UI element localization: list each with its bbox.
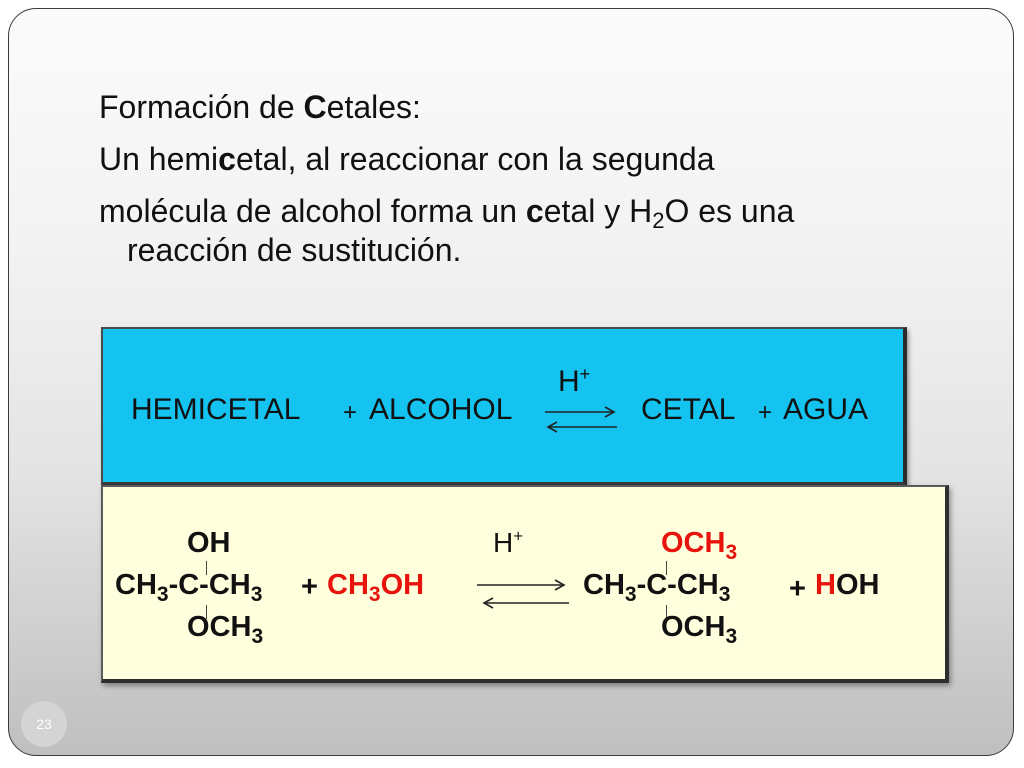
title-bold-letter: C	[303, 89, 327, 125]
body-bold-letter: c	[525, 193, 544, 229]
bond-line	[666, 605, 667, 619]
plus-sign: +	[301, 571, 318, 603]
hemicetal-methoxy: OCH3	[187, 611, 263, 647]
structural-equation-box: OH CH3-C-CH3 OCH3 + CH3OH H+ OCH3 CH3-C-…	[101, 485, 949, 683]
formula-part: OCH	[661, 527, 726, 559]
body-line-3: reacción de sustitución.	[99, 231, 949, 269]
reactant-hemicetal: HEMICETAL	[131, 393, 301, 426]
slide: Formación de Cetales: Un hemicetal, al r…	[8, 8, 1014, 756]
catalyst: H+	[493, 527, 523, 559]
reactant-alcohol: ALCOHOL	[369, 393, 513, 426]
body-line-1: Un hemicetal, al reaccionar con la segun…	[99, 133, 949, 185]
body-bold-letter: c	[218, 141, 236, 177]
subscript: 2	[652, 208, 665, 233]
body-text: O es una	[664, 193, 795, 229]
formula-part: -C-CH	[168, 569, 251, 601]
subscript: 3	[251, 625, 264, 648]
equilibrium-arrows	[545, 406, 617, 433]
formula-part: -C-CH	[636, 569, 719, 601]
formula-part: OH	[380, 569, 425, 601]
cetal-chain: CH3-C-CH3	[583, 569, 730, 605]
catalyst-charge: +	[513, 526, 524, 546]
formula-part: CH	[115, 569, 157, 601]
subscript: 3	[725, 625, 738, 648]
subscript: 3	[250, 583, 263, 606]
bond-line	[206, 561, 207, 575]
subscript: 3	[624, 583, 637, 606]
body-line-2: molécula de alcohol forma un cetal y H2O…	[99, 185, 949, 237]
catalyst-h: H	[493, 527, 514, 558]
slide-number-badge: 23	[21, 701, 67, 747]
body-text: molécula de alcohol forma un	[99, 193, 526, 229]
formula-part: OCH	[187, 611, 252, 643]
plus-sign: +	[789, 573, 806, 605]
body-text: .	[452, 232, 462, 268]
slide-text: Formación de Cetales: Un hemicetal, al r…	[99, 81, 949, 269]
title-text: Formación de	[99, 89, 304, 125]
title-text-end: etales:	[326, 89, 421, 125]
body-text: etal y H	[543, 193, 653, 229]
formula-part: CH	[583, 569, 625, 601]
formula-part: OCH	[661, 611, 726, 643]
body-text: reacción de sustitución	[127, 232, 453, 268]
general-equation-box: HEMICETAL + ALCOHOL H+ CETAL + AGUA	[101, 327, 907, 485]
body-text: etal, al reaccionar con la segunda	[235, 141, 715, 177]
catalyst-h: H	[558, 365, 580, 398]
title-line: Formación de Cetales:	[99, 81, 949, 133]
slide-number: 23	[36, 716, 52, 732]
formula-part: H	[815, 569, 836, 601]
subscript: 3	[368, 583, 381, 606]
subscript: 3	[156, 583, 169, 606]
product-agua: AGUA	[783, 393, 869, 426]
equilibrium-arrows	[477, 579, 569, 609]
methanol: CH3OH	[327, 569, 425, 605]
plus-sign: +	[758, 399, 773, 426]
product-cetal: CETAL	[641, 393, 736, 426]
bond-line	[206, 605, 207, 619]
catalyst: H+	[558, 365, 590, 399]
cetal-methoxy: OCH3	[661, 611, 737, 647]
catalyst-charge: +	[579, 364, 591, 384]
bond-line	[666, 561, 667, 575]
body-text: Un hemi	[99, 141, 219, 177]
plus-sign: +	[343, 399, 358, 426]
water: HOH	[815, 569, 879, 602]
subscript: 3	[725, 541, 738, 564]
formula-part: OH	[835, 569, 880, 601]
hemicetal-hydroxyl: OH	[187, 527, 231, 559]
subscript: 3	[718, 583, 731, 606]
formula-part: CH	[327, 569, 369, 601]
hemicetal-chain: CH3-C-CH3	[115, 569, 262, 605]
cetal-new-methoxy: OCH3	[661, 527, 737, 563]
